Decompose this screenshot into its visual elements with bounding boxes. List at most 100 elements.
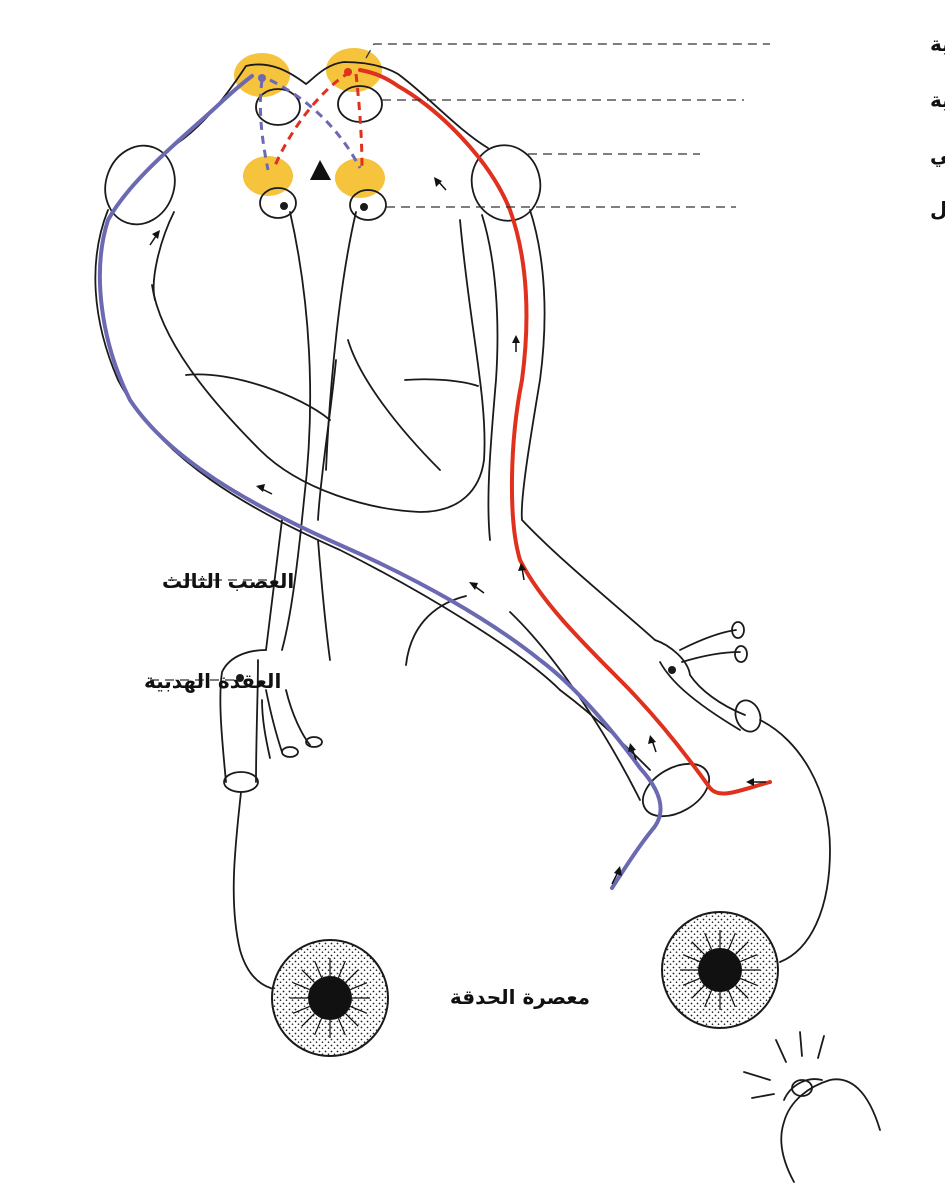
ipsilateral-node	[344, 68, 352, 76]
left-ciliary-ganglion-body	[219, 649, 267, 783]
label-oculomotor-nerve: العصب الثالث	[162, 569, 294, 593]
left-optic-tract-outer	[94, 209, 561, 691]
ipsilateral-pathway	[358, 68, 772, 796]
sphincter-fiber	[682, 954, 700, 963]
sphincter-fiber	[691, 941, 705, 955]
left-optic-tract-inner	[152, 211, 175, 301]
oculomotor-nerve-left-edge	[265, 519, 283, 651]
left-eye	[271, 939, 389, 1057]
right-ew-soma	[360, 203, 368, 211]
sphincter-fiber	[292, 1005, 310, 1014]
label-ciliary-ganglion: العقدة الهدبية	[144, 669, 281, 693]
sphincter-fiber	[740, 977, 758, 986]
sphincter-fiber	[350, 1005, 368, 1014]
right-sphincter-fibers	[680, 930, 760, 1010]
arrow-icon	[648, 735, 657, 753]
internal-fiber-2	[404, 378, 479, 387]
label-edinger-westphal-nucleus: نواة ادنجر فستفال	[930, 197, 945, 221]
left-short-ciliary-nerves	[261, 689, 311, 759]
sphincter-fiber	[301, 969, 315, 983]
midbrain-outline-top	[169, 61, 489, 149]
sphincter-fiber	[740, 954, 758, 963]
left-nerve-cut	[223, 771, 259, 793]
sphincter-fiber	[350, 982, 368, 991]
left-edinger-westphal-nucleus	[259, 187, 297, 219]
sphincter-fiber	[704, 990, 713, 1008]
sphincter-fiber	[735, 941, 749, 955]
sphincter-fiber	[292, 982, 310, 991]
arrow-icon	[434, 177, 447, 191]
ipsilateral-dashed-1	[272, 70, 351, 169]
arrow-icon	[611, 866, 622, 885]
sphincter-fiber	[345, 1013, 359, 1027]
flashlight-icon	[743, 1031, 881, 1183]
right-pretectal-highlight	[326, 48, 382, 92]
left-ew-soma	[280, 202, 288, 210]
sphincter-fiber	[337, 960, 346, 978]
right-ew-highlight	[335, 158, 385, 198]
contralateral-pathway	[97, 74, 663, 890]
flashlight-bulb	[791, 1079, 813, 1097]
label-lateral-geniculate-body: الجسم الركبي الوحشي	[930, 143, 945, 168]
right-short-ciliary-cut-2	[734, 645, 748, 663]
leader-superior-colliculus	[365, 43, 770, 59]
internal-fiber-4	[317, 359, 337, 521]
label-pretectal-nucleus: النواة أمام السقفية	[930, 86, 945, 112]
right-pupil	[698, 948, 742, 992]
left-ew-highlight	[243, 156, 293, 196]
left-oculomotor-fiber-outer	[281, 211, 312, 651]
flashlight-body	[780, 1078, 881, 1183]
left-short-ciliary-cut-2	[305, 736, 323, 748]
nucleus-highlights	[234, 48, 385, 198]
contralateral-dashed-2	[269, 78, 362, 169]
right-edinger-westphal-nucleus	[349, 189, 387, 221]
left-pretectal-nucleus	[255, 88, 301, 126]
sphincter-fiber	[704, 932, 713, 950]
flashlight-head	[783, 1078, 823, 1101]
light-rays	[743, 1031, 825, 1099]
left-ciliary-ganglion-soma	[236, 674, 244, 682]
right-lateral-geniculate-body	[470, 144, 542, 222]
sphincter-fiber	[301, 1013, 315, 1027]
sphincter-fiber	[682, 977, 700, 986]
arrow-icon	[628, 743, 637, 761]
ipsilateral-dashed-2	[354, 73, 364, 171]
oculomotor-nerve-right-edge	[317, 539, 331, 661]
left-sphincter-fibers	[290, 958, 370, 1038]
right-optic-nerve-cut	[642, 762, 710, 818]
sphincter-fiber	[691, 985, 705, 999]
right-optic-tract-inner	[481, 214, 499, 541]
sphincter-fiber	[345, 969, 359, 983]
left-oculomotor-fiber-inner	[325, 211, 357, 471]
sphincter-fiber	[337, 1018, 346, 1036]
right-ciliary-ganglion-body	[654, 639, 746, 731]
right-eye	[661, 911, 779, 1029]
label-pupillary-sphincter: معصرة الحدقة	[450, 985, 590, 1009]
internal-fiber-1	[185, 373, 331, 421]
leader-lines	[150, 43, 770, 681]
arrow-icon	[746, 778, 766, 786]
label-superior-colliculus: الأكيمة العلوية	[930, 31, 945, 56]
labels: الأكيمة العلوية النواة أمام السقفية الجس…	[144, 31, 945, 1009]
arrow-icon	[512, 335, 520, 352]
sphincter-fiber	[314, 1018, 323, 1036]
left-tract-inner-curve	[151, 219, 486, 513]
left-short-ciliary-cut-1	[281, 746, 299, 758]
right-eye-nerve	[759, 719, 831, 963]
pathways	[97, 68, 772, 890]
optic-chiasm-arch	[405, 595, 467, 666]
internal-fiber-3	[347, 339, 441, 471]
arrow-icon	[256, 484, 273, 495]
arrow-icon	[149, 230, 160, 246]
left-pupil	[308, 976, 352, 1020]
contralateral-node	[258, 74, 266, 82]
flow-arrows	[149, 177, 766, 885]
arrow-icon	[469, 582, 485, 594]
sphincter-fiber	[727, 932, 736, 950]
triangle-icon	[310, 160, 331, 180]
left-lateral-geniculate-body	[104, 144, 176, 226]
sphincter-fiber	[727, 990, 736, 1008]
sphincter-fiber	[735, 985, 749, 999]
left-eye-nerve	[232, 791, 291, 993]
